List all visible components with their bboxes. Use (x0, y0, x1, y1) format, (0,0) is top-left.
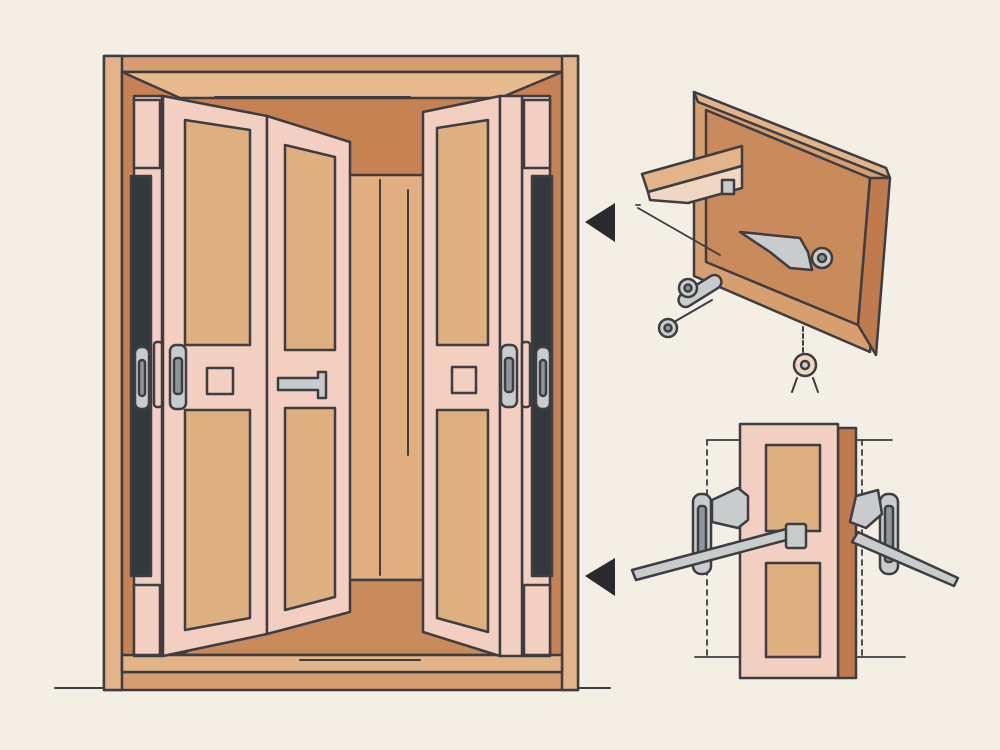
left-inner-upper-inset (283, 143, 337, 352)
bottom-left-corner-block (132, 583, 162, 657)
left-detail-hinge-arm (710, 486, 750, 530)
track-box-right-edge (856, 176, 892, 357)
right-hinge-pin (520, 340, 532, 409)
callout-arrow-bottom (585, 558, 615, 596)
right-latch-bar (850, 530, 960, 588)
latch-catch (784, 522, 808, 550)
pivot-arm (738, 230, 814, 272)
track-rail-front (646, 164, 744, 205)
right-inner-upper-inset (435, 118, 490, 347)
loose-pivot-pin (657, 273, 723, 339)
callout-arrow-top (585, 203, 615, 242)
pivot-guide-line (637, 207, 721, 256)
door-slab-lower-inset (764, 561, 822, 659)
top-left-corner-block (132, 98, 162, 170)
bottom-right-corner-block (522, 583, 552, 657)
right-inner-handle-plate (450, 365, 478, 395)
left-outer-upper-inset (183, 118, 252, 347)
right-detail-hinge-arm (848, 488, 884, 530)
closet-ceiling (120, 70, 564, 100)
left-outer-lower-inset (183, 408, 252, 632)
top-track-detail (635, 90, 892, 393)
left-outer-handle-plate (205, 366, 235, 396)
right-frame-hinge-slot (538, 358, 548, 398)
door-frame-left-edge (102, 54, 124, 692)
track-bracket (720, 178, 736, 196)
left-hinge-pin (152, 340, 164, 409)
door-frame-right-edge (560, 54, 580, 692)
right-inner-lower-inset (435, 408, 490, 634)
right-door-hinge-slot (503, 356, 515, 394)
guide-plumb (791, 326, 819, 393)
left-inner-lower-inset (283, 406, 337, 612)
left-door-hinge-slot (172, 356, 184, 396)
center-pull-handle (276, 370, 328, 400)
main-door-assembly (54, 54, 611, 692)
door-slab-upper-inset (764, 443, 822, 533)
left-frame-hinge-slot (137, 358, 147, 398)
top-right-corner-block (522, 98, 552, 170)
hinge-latch-detail (630, 422, 960, 680)
door-sill (120, 653, 564, 674)
door-slab-edge-right (836, 426, 858, 680)
pivot-wheel-hub (816, 252, 828, 264)
